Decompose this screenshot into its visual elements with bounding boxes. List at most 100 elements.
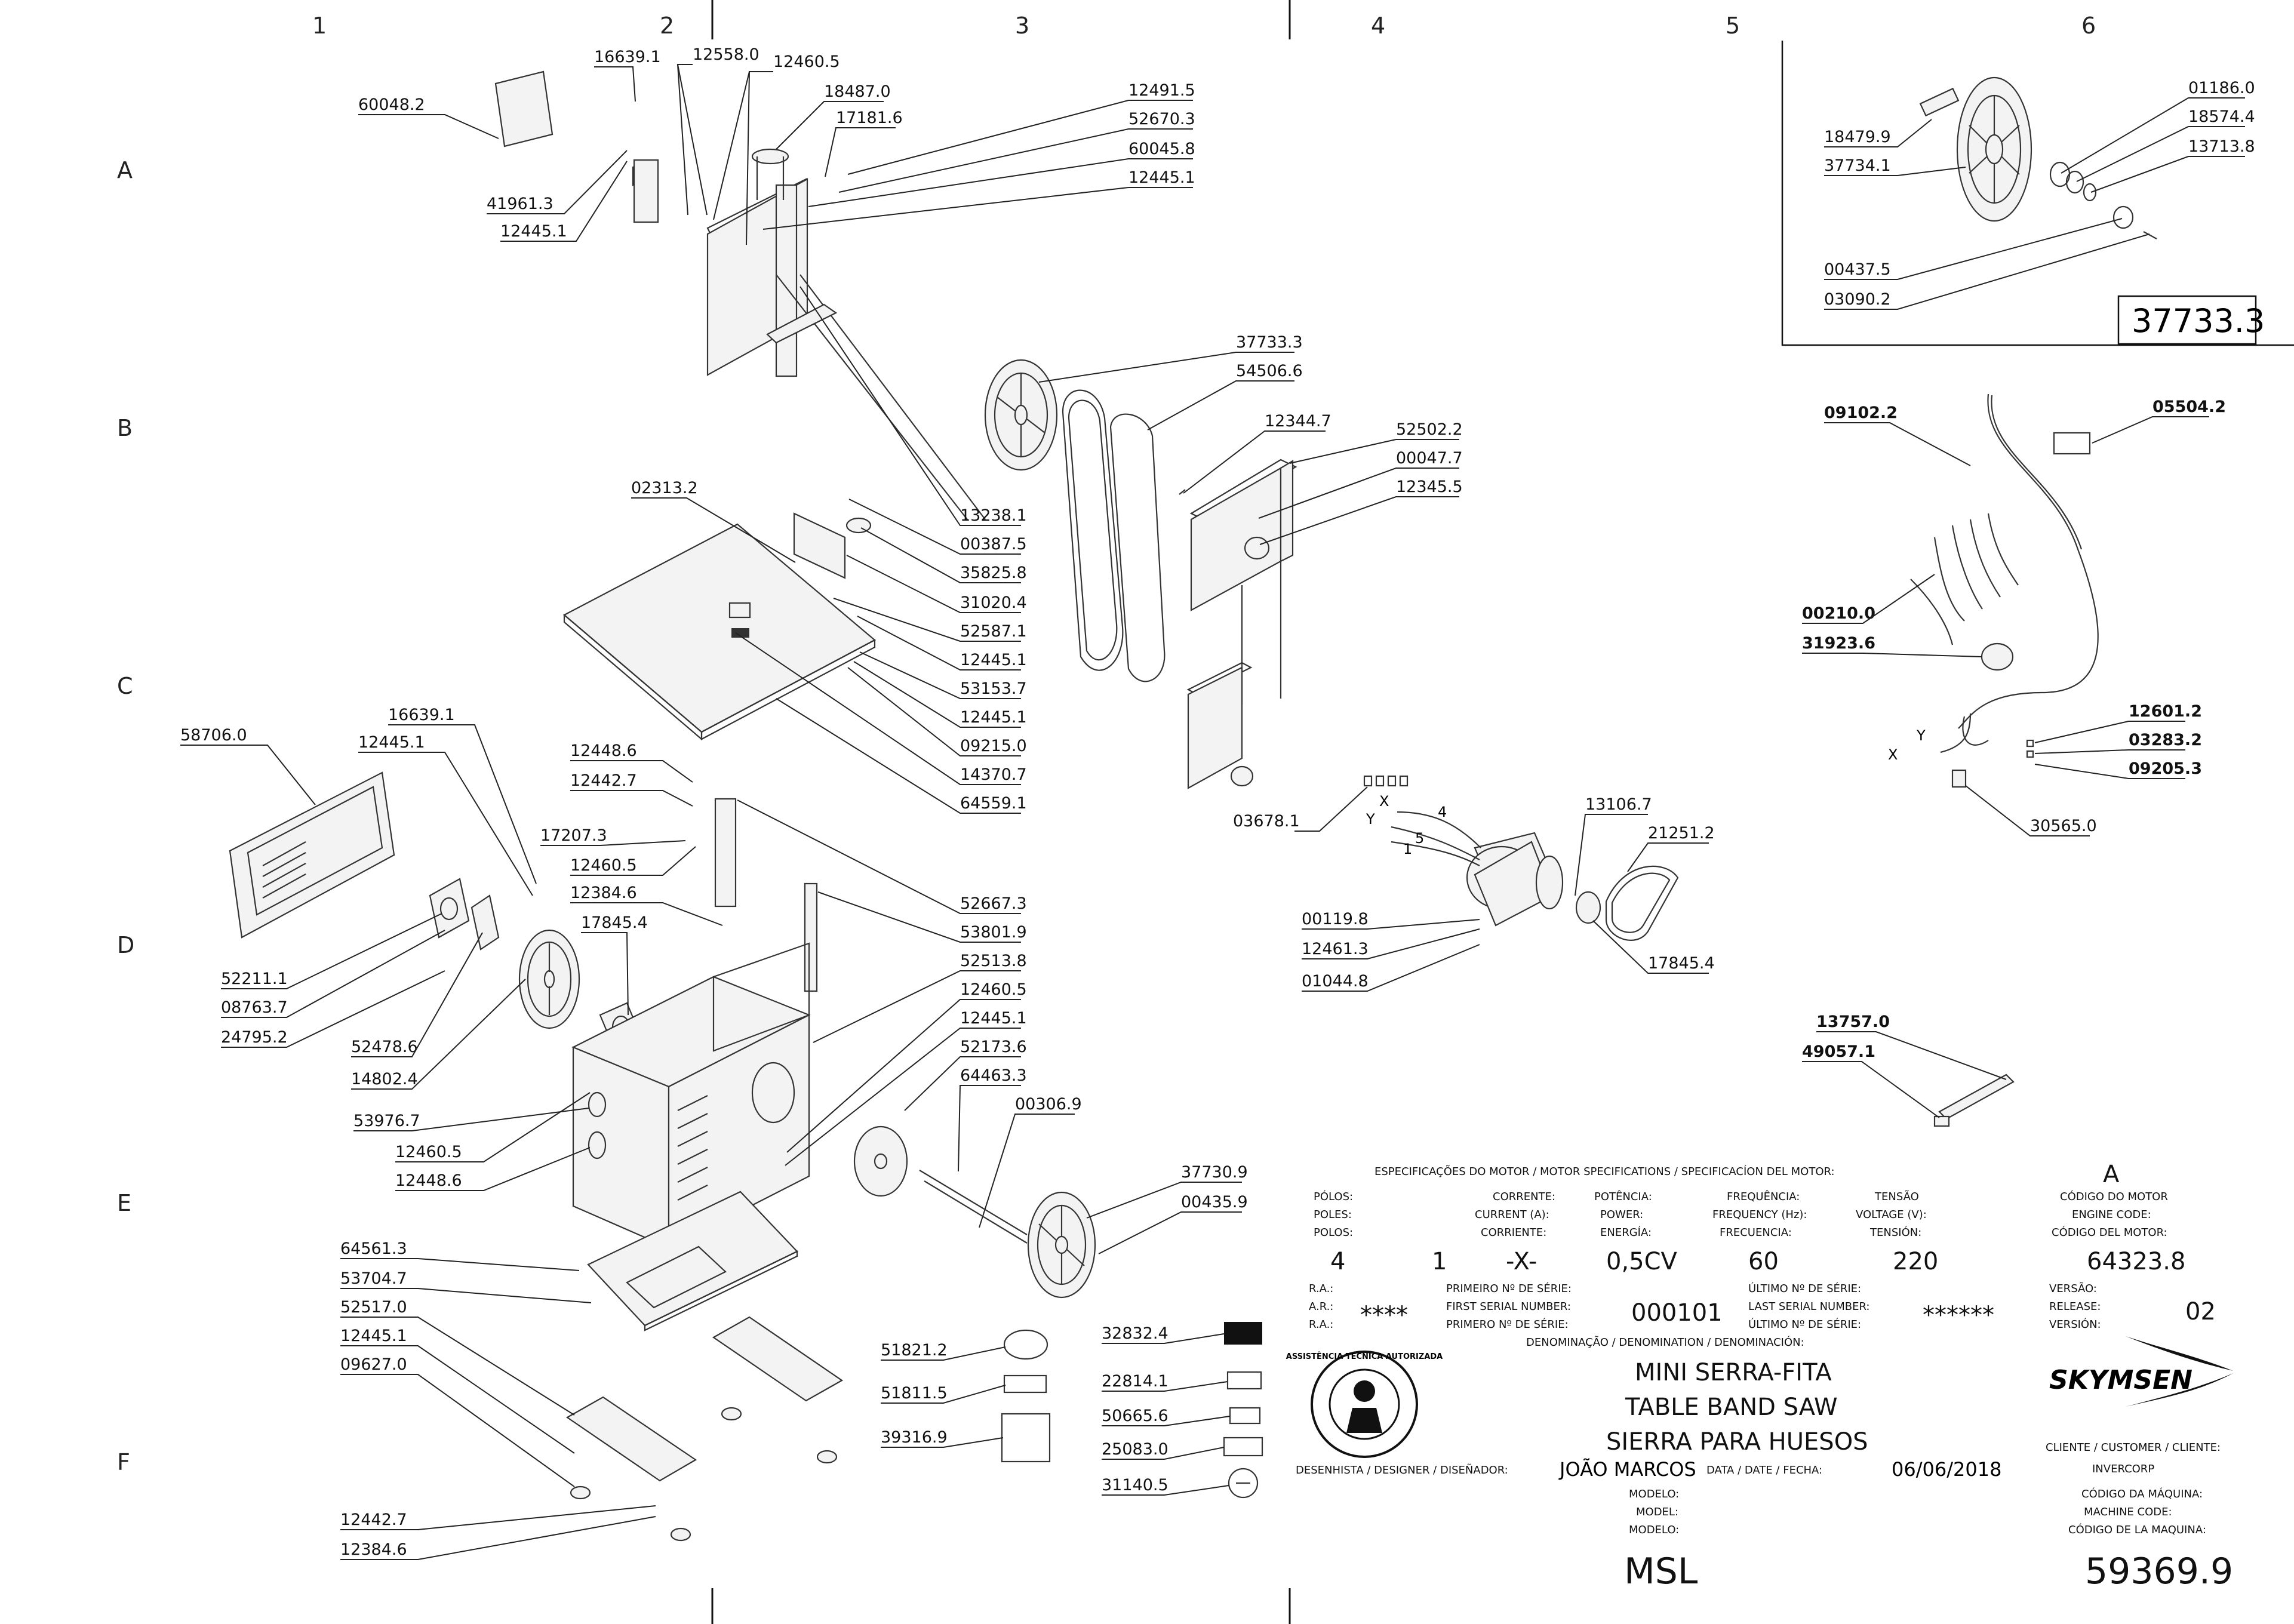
part-label-18479-9: 18479.9 <box>1824 128 1891 146</box>
part-label-12491-5: 12491.5 <box>1128 81 1195 100</box>
product-name-es: SIERRA PARA HUESOS <box>1606 1428 1868 1456</box>
part-label-12445-1: 12445.1 <box>1128 168 1195 187</box>
first-serial-label-es: PRIMERO Nº DE SÉRIE: <box>1446 1318 1569 1331</box>
machine-code-value: 59369.9 <box>2085 1551 2233 1592</box>
part-label-32832-4: 32832.4 <box>1102 1324 1168 1343</box>
part-label-12558-0: 12558.0 <box>693 45 759 64</box>
part-label-16639-1: 16639.1 <box>388 706 455 724</box>
upper-wheel-drawing <box>1919 76 2157 239</box>
designer-value: JOÃO MARCOS <box>1558 1458 1696 1481</box>
first-serial-label-en: FIRST SERIAL NUMBER: <box>1446 1300 1571 1313</box>
part-label-12442-7: 12442.7 <box>570 771 637 790</box>
part-label-12460-5: 12460.5 <box>960 980 1027 999</box>
grid-row-b: B <box>117 415 133 441</box>
drive-shaft-drawing <box>853 1125 1096 1299</box>
part-label-52587-1: 52587.1 <box>960 622 1027 641</box>
part-label-51811-5: 51811.5 <box>881 1384 948 1402</box>
grid-row-c: C <box>117 673 133 699</box>
part-label-00435-9: 00435.9 <box>1181 1193 1248 1211</box>
part-label-17845-4: 17845.4 <box>1648 954 1715 973</box>
part-label-64561-3: 64561.3 <box>340 1239 407 1258</box>
wire-label-4: 4 <box>1438 804 1447 820</box>
poles-label-en: POLES: <box>1314 1208 1352 1221</box>
part-label-31923-6: 31923.6 <box>1802 634 1875 653</box>
part-label-12445-1: 12445.1 <box>500 222 567 241</box>
frequency-label-en: FREQUENCY (Hz): <box>1712 1208 1807 1221</box>
stamp-text: ASSISTÊNCIA TÉCNICA AUTORIZADA <box>1286 1352 1443 1361</box>
part-label-52173-6: 52173.6 <box>960 1038 1027 1056</box>
base-cabinet-drawing <box>571 798 818 1249</box>
current-label-es: CORRIENTE: <box>1481 1226 1546 1239</box>
ra-label-1: R.A.: <box>1309 1282 1333 1295</box>
part-label-13713-8: 13713.8 <box>2188 137 2255 156</box>
saw-frame-drawing <box>1179 459 1297 789</box>
voltage-label-pt: TENSÃO <box>1874 1190 1919 1203</box>
part-label-12445-1: 12445.1 <box>960 708 1027 727</box>
part-label-03283-2: 03283.2 <box>2129 731 2202 749</box>
part-label-37733-3: 37733.3 <box>1236 333 1303 352</box>
motor-spec-header: ESPECIFICAÇÕES DO MOTOR / MOTOR SPECIFIC… <box>1374 1165 1835 1178</box>
voltage-value: 220 <box>1893 1248 1938 1275</box>
part-label-03678-1: 03678.1 <box>1233 812 1300 831</box>
part-label-60045-8: 60045.8 <box>1128 140 1195 158</box>
product-name-en: TABLE BAND SAW <box>1625 1394 1838 1421</box>
first-serial-label-pt: PRIMEIRO Nº DE SÉRIE: <box>1446 1282 1572 1295</box>
date-label: DATA / DATE / FECHA: <box>1706 1464 1822 1477</box>
part-label-09205-3: 09205.3 <box>2129 759 2202 778</box>
poles-value: 4 <box>1330 1248 1345 1275</box>
part-label-37730-9: 37730.9 <box>1181 1163 1248 1182</box>
model-value: MSL <box>1624 1551 1698 1592</box>
side-panel-drawing <box>229 771 395 939</box>
version-label-pt: VERSÃO: <box>2049 1282 2097 1295</box>
part-label-09102-2: 09102.2 <box>1824 404 1898 422</box>
part-label-00306-9: 00306.9 <box>1015 1095 1082 1114</box>
table-drawing <box>563 512 876 741</box>
part-label-12448-6: 12448.6 <box>395 1171 462 1190</box>
last-serial-label-en: LAST SERIAL NUMBER: <box>1748 1300 1869 1313</box>
part-label-00119-8: 00119.8 <box>1302 910 1369 928</box>
part-label-31020-4: 31020.4 <box>960 593 1027 612</box>
client-label: CLIENTE / CUSTOMER / CLIENTE: <box>2046 1441 2221 1454</box>
part-label-08763-7: 08763.7 <box>221 998 288 1017</box>
part-label-12384-6: 12384.6 <box>340 1540 407 1559</box>
ra-label-2: A.R.: <box>1309 1300 1333 1313</box>
part-label-52670-3: 52670.3 <box>1128 110 1195 128</box>
part-label-14370-7: 14370.7 <box>960 765 1027 784</box>
grid-row-e: E <box>117 1190 131 1216</box>
part-label-12448-6: 12448.6 <box>570 742 637 760</box>
detail-box-upper-wheel: 37733.3 18479.9 37734.1 01186.0 18574.4 <box>1781 41 2294 346</box>
engine-code-label-es: CÓDIGO DEL MOTOR: <box>2052 1226 2167 1239</box>
part-label-03090-2: 03090.2 <box>1824 290 1891 309</box>
wire-label-1: 1 <box>1403 841 1412 857</box>
frequency-label-pt: FREQUÊNCIA: <box>1727 1190 1800 1203</box>
part-label-30565-0: 30565.0 <box>2030 817 2097 835</box>
current-label-en: CURRENT (A): <box>1475 1208 1549 1221</box>
part-label-13106-7: 13106.7 <box>1585 795 1652 814</box>
part-label-00387-5: 00387.5 <box>960 535 1027 553</box>
part-label-12442-7: 12442.7 <box>340 1511 407 1529</box>
part-label-21251-2: 21251.2 <box>1648 824 1715 842</box>
last-serial-value: ****** <box>1923 1302 1994 1329</box>
upper-guide-assembly-drawing <box>494 70 986 520</box>
engine-code-value: 64323.8 <box>2087 1248 2185 1275</box>
grid-col-4: 4 <box>1371 13 1385 39</box>
ra-label-3: R.A.: <box>1309 1318 1333 1331</box>
frequency-label-es: FRECUENCIA: <box>1720 1226 1792 1239</box>
part-label-50665-6: 50665.6 <box>1102 1407 1168 1425</box>
grid-col-2: 2 <box>660 13 674 39</box>
grid-col-3: 3 <box>1015 13 1029 39</box>
part-label-60048-2: 60048.2 <box>358 96 425 114</box>
wire-label-5: 5 <box>1415 830 1424 847</box>
machine-code-label-es: CÓDIGO DE LA MAQUINA: <box>2068 1523 2206 1536</box>
grid-col-6: 6 <box>2081 13 2096 39</box>
part-label-52502-2: 52502.2 <box>1396 420 1463 439</box>
part-label-12445-1: 12445.1 <box>960 1009 1027 1028</box>
poles-label-pt: PÓLOS: <box>1314 1190 1353 1203</box>
part-label-09627-0: 09627.0 <box>340 1355 407 1374</box>
part-label-25083-0: 25083.0 <box>1102 1440 1168 1459</box>
part-label-18574-4: 18574.4 <box>2188 107 2255 126</box>
first-serial-value: 000101 <box>1631 1299 1723 1327</box>
part-label-64559-1: 64559.1 <box>960 794 1027 813</box>
part-label-53704-7: 53704.7 <box>340 1269 407 1288</box>
